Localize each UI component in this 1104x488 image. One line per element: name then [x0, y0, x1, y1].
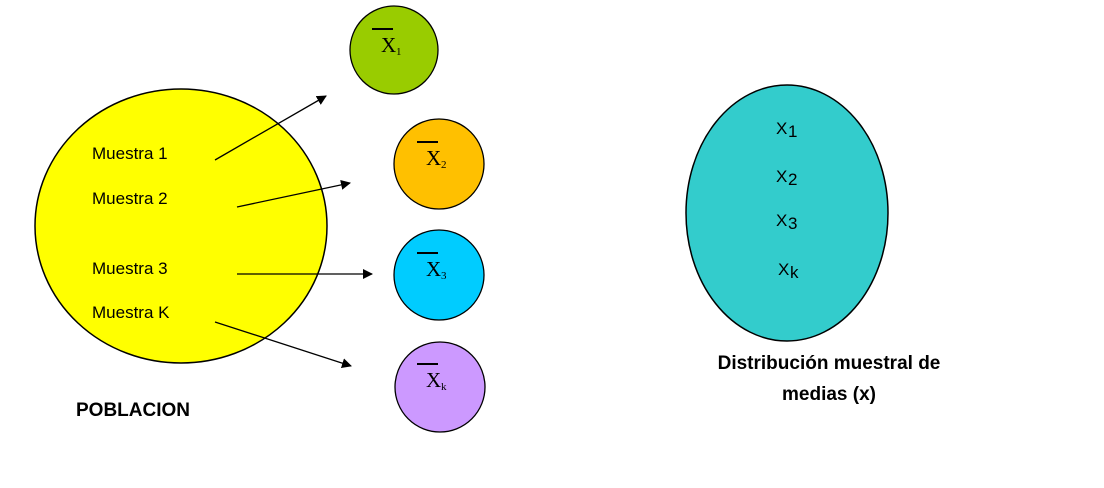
arrow-2	[236, 179, 351, 208]
mean-symbol-2: X	[426, 146, 441, 170]
arrows	[214, 95, 373, 368]
sample-label-k: Muestra K	[92, 303, 170, 322]
mean-subscript-3: 3	[441, 270, 447, 282]
sample-mean-circle-2	[393, 118, 485, 210]
dist-item-1-subscript: 1	[788, 122, 797, 141]
dist-item-2-symbol: X	[776, 167, 787, 186]
mean-symbol-3: X	[426, 257, 441, 281]
sample-mean-3: X 3	[393, 229, 485, 321]
dist-item-3-subscript: 3	[788, 214, 797, 233]
sample-mean-circle-3	[393, 229, 485, 321]
population-circle	[34, 88, 328, 364]
distribution-group: X 1 X 2 X 3 X k Distribución muestral de…	[685, 84, 941, 405]
distribution-ellipse	[685, 84, 889, 342]
mean-symbol-1: X	[381, 33, 396, 57]
distribution-caption-line2: medias (x)	[782, 384, 876, 405]
dist-item-3-symbol: X	[776, 211, 787, 230]
mean-subscript-1: 1	[396, 46, 402, 58]
distribution-caption-line1: Distribución muestral de	[718, 353, 941, 374]
sample-label-2: Muestra 2	[92, 189, 168, 208]
sample-mean-k: X k	[394, 341, 486, 433]
dist-item-1-symbol: X	[776, 119, 787, 138]
mean-subscript-2: 2	[441, 159, 447, 171]
dist-item-k-symbol: X	[778, 260, 789, 279]
mean-subscript-k: k	[441, 381, 447, 393]
population-title: POBLACION	[76, 400, 190, 421]
sample-label-1: Muestra 1	[92, 144, 168, 163]
sample-label-3: Muestra 3	[92, 259, 168, 278]
dist-item-2-subscript: 2	[788, 170, 797, 189]
arrow-1	[214, 95, 327, 161]
sample-mean-2: X 2	[393, 118, 485, 210]
population-group: Muestra 1 Muestra 2 Muestra 3 Muestra K …	[34, 88, 328, 421]
dist-item-k-subscript: k	[790, 263, 799, 282]
arrow-k	[214, 321, 352, 368]
sample-mean-1: X 1	[349, 5, 439, 95]
mean-symbol-k: X	[426, 368, 441, 392]
